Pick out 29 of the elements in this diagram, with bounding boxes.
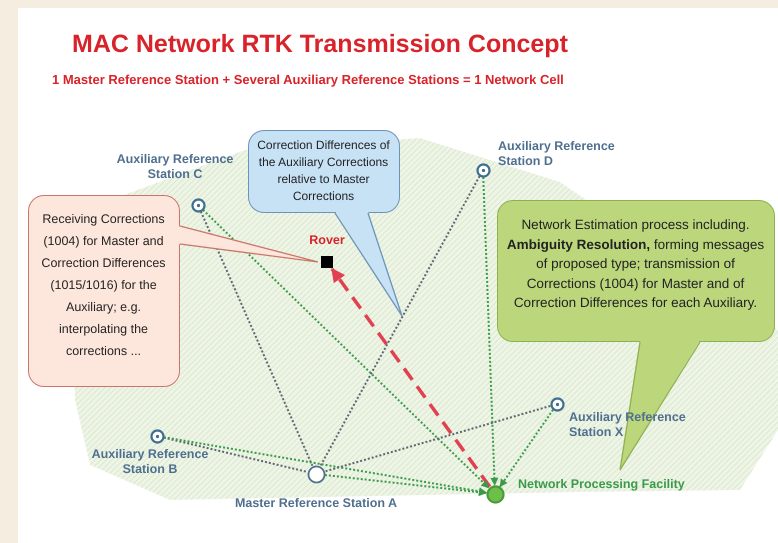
link-line: [319, 176, 480, 467]
station-label: Auxiliary Reference Station B: [90, 447, 210, 477]
arrow: [202, 209, 490, 488]
arrow: [482, 176, 498, 486]
link-line: [324, 405, 551, 472]
link-line: [164, 436, 308, 473]
station-marker: [550, 396, 564, 412]
rover-label: Rover: [308, 233, 346, 248]
arrow: [330, 268, 492, 488]
facility-label: Network Processing Facility: [518, 477, 686, 492]
callout-text: Network Estimation process including. Ambiguity Resolution, forming messages of proposed type; transmission of Corrections (1004) for Master and of Correction Differences for each Auxiliary.: [506, 216, 765, 312]
rover-marker: [321, 256, 333, 268]
facility-marker: [486, 484, 504, 504]
callout-text: Receiving Corrections (1004) for Master and Correction Differences (1015/1016) for the Auxiliary; e.g. interpolating the corrections ...: [41, 211, 166, 360]
station-label: Master Reference Station A: [234, 496, 398, 511]
station-label: Auxiliary Reference Station C: [116, 152, 234, 182]
station-label: Auxiliary Reference Station D: [498, 139, 616, 169]
arrow: [499, 409, 554, 488]
link-line: [200, 211, 314, 466]
speech-callout: [28, 195, 180, 387]
station-marker: [190, 198, 206, 212]
arrow: [324, 474, 487, 496]
callout-text: Correction Differences of the Auxiliary Corrections relative to Master Corrections: [256, 137, 391, 205]
station-marker: [150, 428, 164, 444]
speech-callout: [248, 130, 400, 213]
station-marker: [476, 162, 490, 178]
title: MAC Network RTK Transmission Concept: [72, 30, 568, 59]
subtitle: 1 Master Reference Station + Several Auxiliary Reference Stations = 1 Network Cell: [52, 72, 564, 87]
arrow: [164, 436, 487, 496]
